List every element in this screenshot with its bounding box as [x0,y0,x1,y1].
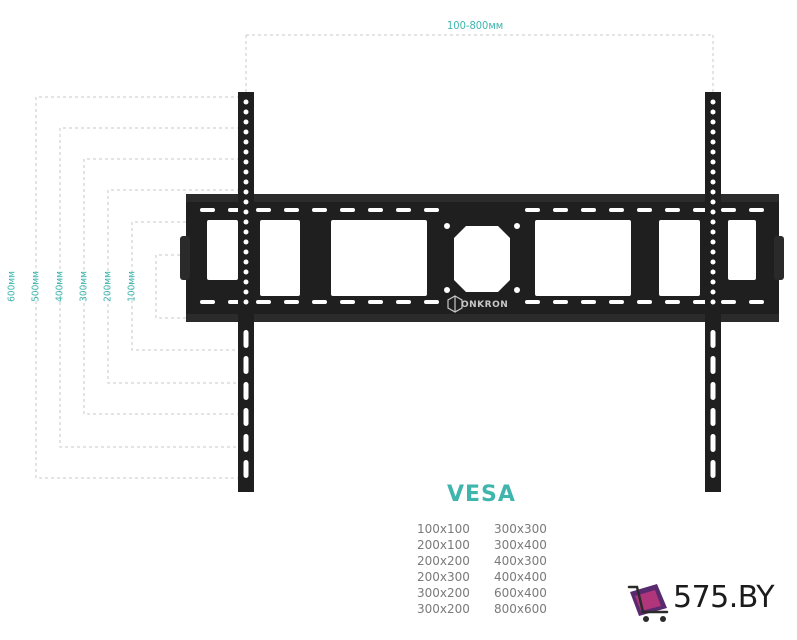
right-vertical-arm [705,92,721,492]
vesa-size-item: 200x200 [417,554,470,568]
vesa-size-item: 300x300 [494,522,547,536]
vesa-size-item: 300x200 [417,586,470,600]
height-label-400: 400мм [54,271,66,302]
vesa-size-item: 400x300 [494,554,547,568]
brand-logo-icon [447,295,463,313]
height-label-200: 200мм [102,271,114,302]
vesa-size-item: 200x100 [417,538,470,552]
vesa-left-column: 100x100 200x100 200x200 200x300 300x200 … [417,521,470,617]
brand-label: ONKRON [461,300,509,310]
height-label-100: 100мм [126,271,138,302]
vesa-size-item: 800x600 [494,602,547,616]
height-label-600: 600мм [6,271,18,302]
width-range-label: 100-800мм [447,19,504,32]
vesa-size-item: 300x400 [494,538,547,552]
vesa-size-item: 200x300 [417,570,470,584]
store-name: 575.BY [673,580,775,615]
vesa-size-item: 600x400 [494,586,547,600]
store-watermark [627,584,669,622]
vesa-right-column: 300x300 300x400 400x300 400x400 600x400 … [494,521,547,617]
vesa-size-item: 100x100 [417,522,470,536]
left-vertical-arm [238,92,254,492]
vesa-size-item: 400x400 [494,570,547,584]
height-label-300: 300мм [78,271,90,302]
height-label-500: 500мм [30,271,42,302]
vesa-size-item: 300x200 [417,602,470,616]
shopping-cart-icon [627,584,669,622]
horizontal-bar [180,194,784,322]
vesa-title: VESA [447,482,516,507]
